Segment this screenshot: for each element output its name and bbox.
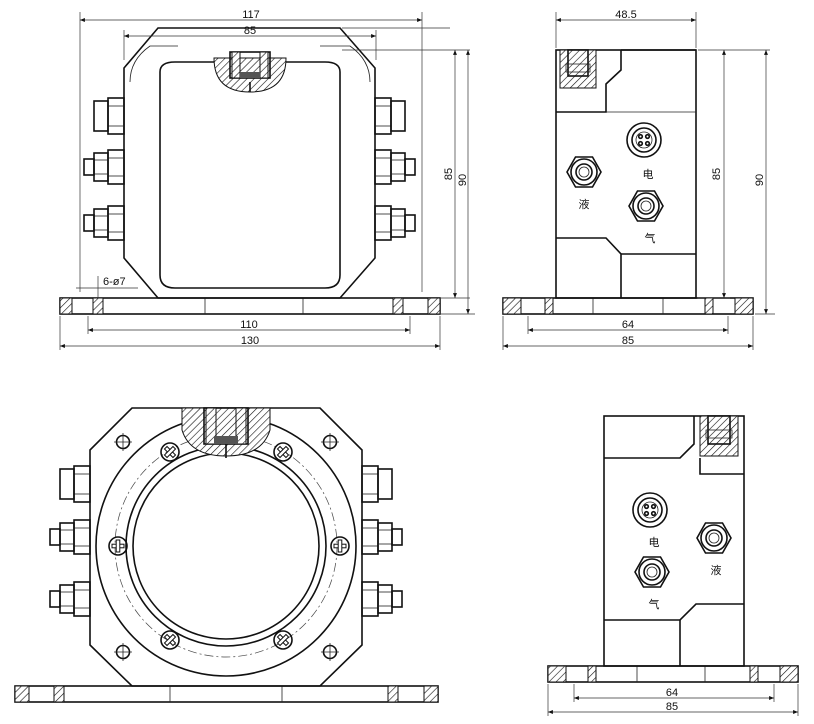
- side-electric-connector: [626, 122, 662, 158]
- screw-bottom-right: [273, 630, 293, 650]
- flange-left-gland-3: [49, 581, 91, 617]
- side2-electric-connector: [632, 492, 668, 528]
- flange-right-gland-1: [361, 465, 393, 503]
- dim-height-90: 90: [457, 174, 469, 186]
- sight-glass: [132, 452, 320, 640]
- left-gland-1: [93, 97, 125, 135]
- screw-right: [330, 536, 350, 556]
- side-view: 电 液 气 48.5 85 90 64 85: [502, 9, 775, 350]
- side-dim-height-90: 90: [754, 174, 766, 186]
- side-dim-height-85: 85: [711, 168, 723, 180]
- flange-left-gland-2: [49, 519, 91, 555]
- left-gland-3: [83, 205, 125, 241]
- right-gland-2: [374, 149, 416, 185]
- flange-left-gland-1: [59, 465, 91, 503]
- side-view-2: 电 液 气 64 85: [547, 415, 799, 716]
- front-view: 117 85 85 90 6-ø7 110 130: [59, 9, 475, 350]
- screw-bottom-left: [160, 630, 180, 650]
- flange-front-view: [14, 407, 439, 703]
- dim-inner-width: 85: [244, 25, 256, 37]
- side2-gas-connector: [634, 556, 670, 588]
- side-liquid-connector: [566, 156, 602, 188]
- side2-dim-base-length: 85: [666, 701, 678, 713]
- side2-body: [603, 415, 745, 667]
- side-label-liquid: 液: [579, 197, 590, 211]
- right-gland-1: [374, 97, 406, 135]
- screw-left: [108, 536, 128, 556]
- dim-overall-width: 117: [242, 9, 260, 21]
- base-plate: [59, 297, 441, 315]
- side2-liquid-connector: [696, 522, 732, 554]
- dim-hole-spacing: 110: [240, 319, 258, 331]
- screw-top-right: [273, 442, 293, 462]
- left-gland-2: [83, 149, 125, 185]
- side-dim-base-length: 85: [622, 335, 634, 347]
- side2-label-electric: 电: [649, 536, 660, 549]
- side-label-gas: 气: [645, 231, 656, 245]
- side2-dim-hole-spacing: 64: [666, 687, 678, 699]
- flange-right-gland-3: [361, 581, 403, 617]
- flange-right-gland-2: [361, 519, 403, 555]
- right-gland-3: [374, 205, 416, 241]
- side-label-electric: 电: [643, 168, 654, 181]
- flange-housing: [89, 407, 363, 687]
- side2-label-gas: 气: [649, 597, 660, 611]
- dim-base-length: 130: [241, 335, 259, 347]
- screw-top-left: [160, 442, 180, 462]
- side2-label-liquid: 液: [711, 563, 722, 577]
- side-gas-connector: [628, 190, 664, 222]
- side2-base-plate: [547, 665, 799, 683]
- window-outline: [159, 61, 341, 289]
- side-base-plate: [502, 297, 754, 315]
- dim-height-85: 85: [443, 168, 455, 180]
- side-dim-hole-spacing: 64: [622, 319, 634, 331]
- side-dim-width: 48.5: [615, 9, 636, 21]
- flange-base-plate: [14, 685, 439, 703]
- dim-holes: 6-ø7: [103, 276, 126, 288]
